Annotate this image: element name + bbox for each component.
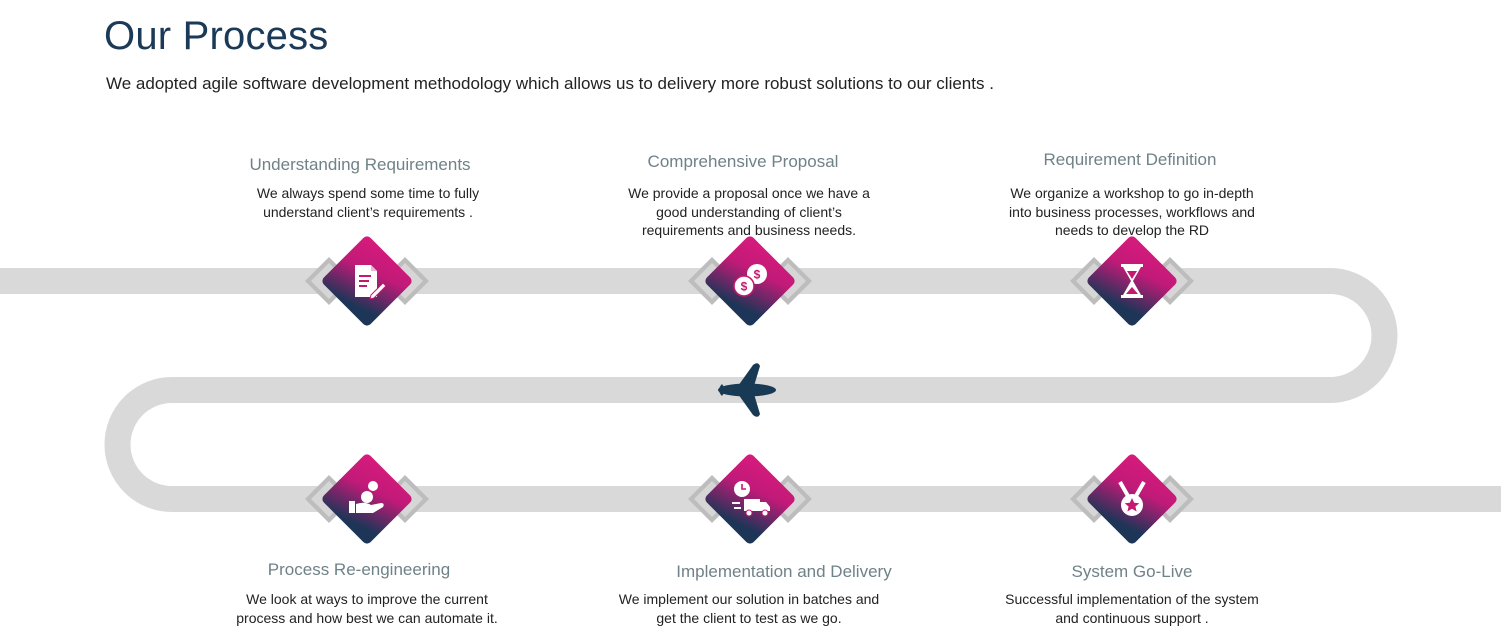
- step-title-understanding-requirements: Understanding Requirements: [249, 155, 471, 174]
- step-title-requirement-definition: Requirement Definition: [1043, 150, 1217, 169]
- step-description-line: We provide a proposal once we have a: [628, 185, 870, 201]
- step-description-line: and continuous support .: [1055, 609, 1209, 626]
- hand-coin-icon: [349, 481, 384, 513]
- airplane-icon: [718, 363, 776, 417]
- step-description-line: requirements and business needs.: [641, 222, 857, 238]
- hourglass-icon: [1121, 264, 1143, 298]
- page-subtitle: We adopted agile software development me…: [106, 74, 994, 93]
- step-diamond: [305, 236, 429, 326]
- step-diamond: [305, 454, 429, 544]
- step-description-line: We always spend some time to fully: [256, 185, 480, 201]
- step-description-line: get the client to test as we go.: [656, 609, 842, 626]
- step-description-requirement-definition: We organize a workshop to go in-depth in…: [972, 184, 1292, 240]
- step-description-system-go-live: Successful implementation of the system …: [972, 590, 1292, 627]
- page-title: Our Process: [104, 14, 329, 58]
- coins-icon: $$: [733, 264, 767, 297]
- step-diamond: [688, 454, 812, 544]
- delivery-truck-icon: [732, 481, 770, 517]
- step-diamond: [1070, 454, 1194, 544]
- step-title-implementation-and-delivery: Implementation and Delivery: [676, 562, 892, 581]
- svg-text:$: $: [754, 268, 761, 282]
- step-description-line: We implement our solution in batches and: [618, 591, 880, 607]
- step-title-process-re-engineering: Process Re-engineering: [267, 560, 451, 579]
- step-description-line: good understanding of client’s: [656, 203, 842, 220]
- step-description-process-re-engineering: We look at ways to improve the current p…: [207, 590, 527, 627]
- step-description-line: into business processes, workflows and: [1009, 203, 1255, 220]
- step-diamond: [1070, 236, 1194, 326]
- step-description-comprehensive-proposal: We provide a proposal once we have a goo…: [589, 184, 909, 240]
- step-description-line: process and how best we can automate it.: [236, 609, 498, 626]
- document-edit-icon: [355, 265, 387, 300]
- medal-icon: [1118, 481, 1146, 516]
- step-diamond: $$: [688, 236, 812, 326]
- step-description-line: understand client’s requirements .: [263, 203, 473, 220]
- step-description-implementation-and-delivery: We implement our solution in batches and…: [589, 590, 909, 627]
- step-title-comprehensive-proposal: Comprehensive Proposal: [647, 152, 839, 171]
- step-description-line: needs to develop the RD: [1054, 222, 1210, 238]
- step-description-line: Successful implementation of the system: [1005, 591, 1259, 607]
- step-title-system-go-live: System Go-Live: [1071, 562, 1193, 581]
- step-description-line: We organize a workshop to go in-depth: [1010, 185, 1254, 201]
- svg-text:$: $: [741, 280, 748, 294]
- step-description-understanding-requirements: We always spend some time to fully under…: [208, 184, 528, 221]
- step-description-line: We look at ways to improve the current: [246, 591, 488, 607]
